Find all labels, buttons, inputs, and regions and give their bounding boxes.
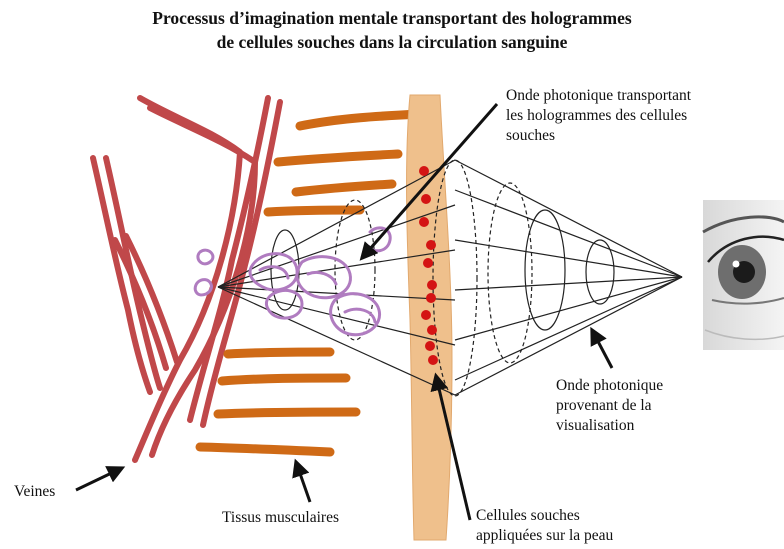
label-stem-cells-line-2: appliquées sur la peau (476, 526, 613, 546)
label-wave-visualisation: Onde photonique provenant de la visualis… (556, 376, 663, 436)
label-stem-cells-line-1: Cellules souches (476, 506, 613, 526)
label-wave-holograms-line-1: Onde photonique transportant (506, 86, 691, 106)
label-wave-holograms-line-2: les hologrammes des cellules (506, 106, 691, 126)
label-wave-visualisation-line-1: Onde photonique (556, 376, 663, 396)
label-wave-holograms: Onde photonique transportant les hologra… (506, 86, 691, 146)
label-stem-cells: Cellules souches appliquées sur la peau (476, 506, 613, 546)
label-veins: Veines (14, 482, 55, 502)
label-muscle-tissue: Tissus musculaires (222, 508, 339, 528)
eye-icon (703, 200, 784, 350)
label-wave-visualisation-line-3: visualisation (556, 416, 663, 436)
label-wave-visualisation-line-2: provenant de la (556, 396, 663, 416)
arrow-wave-visualisation (592, 330, 612, 368)
arrow-veins (76, 468, 122, 490)
label-wave-holograms-line-3: souches (506, 126, 691, 146)
arrow-muscle (296, 462, 310, 502)
